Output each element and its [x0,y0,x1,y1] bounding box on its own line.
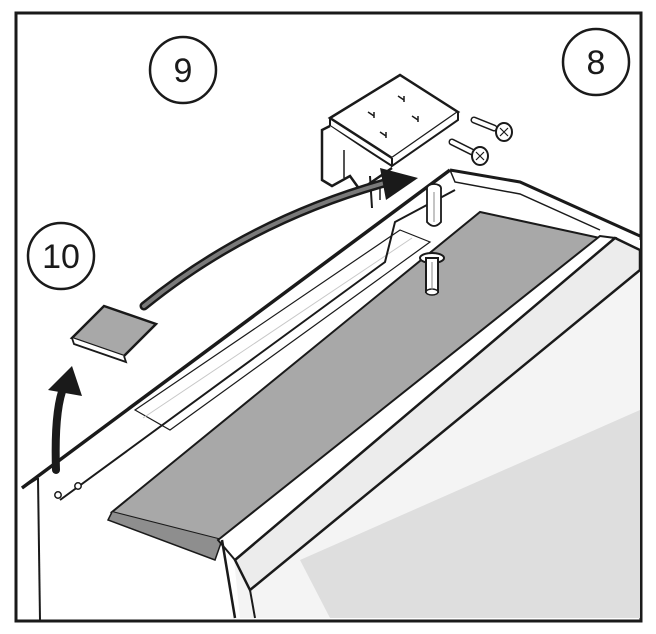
curved-arrow-icon [139,168,418,311]
hinge-bracket-icon [320,73,461,209]
step-8-label: 8 [587,44,606,82]
step-8-badge: 8 [561,27,631,97]
screw-hole [54,491,62,499]
screw-hole [74,482,82,490]
curved-arrow-icon [48,366,82,474]
cover-cap-icon [69,304,159,364]
step-9-label: 9 [174,52,193,90]
step-10-badge: 10 [26,221,96,291]
step-10-label: 10 [42,238,80,276]
step-9-badge: 9 [148,35,218,105]
hinge-pin-icon [419,252,445,296]
screw-icon [448,138,489,166]
hinge-pin-icon [426,183,442,227]
door-edge [216,234,642,619]
screw-icon [470,116,513,142]
